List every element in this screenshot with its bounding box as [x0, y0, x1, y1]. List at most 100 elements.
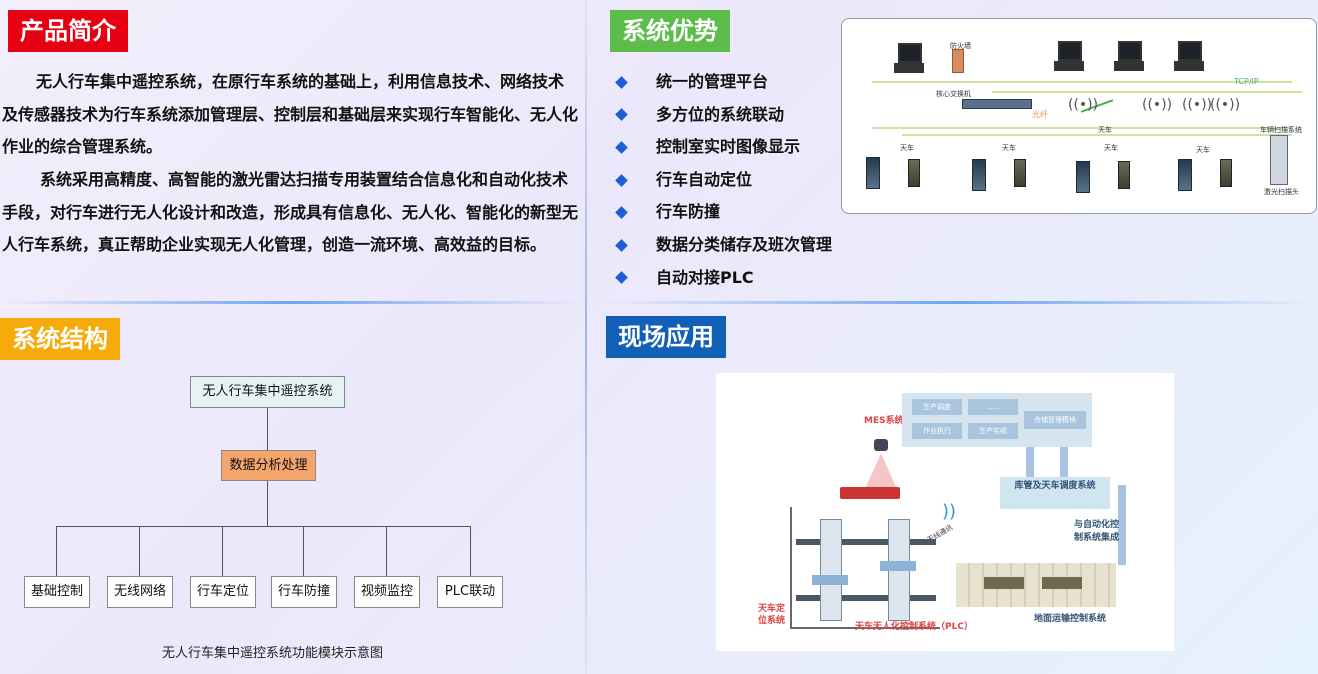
connector-line	[56, 526, 471, 527]
structure-title: 系统结构	[0, 318, 120, 360]
root-node: 无人行车集中遥控系统	[190, 376, 345, 408]
advantage-item: 行车防撞	[614, 196, 832, 229]
diamond-bullet-icon	[615, 206, 628, 220]
dispatch-box: 库管及天车调度系统	[1000, 477, 1110, 509]
module-node: 行车定位	[190, 576, 256, 608]
advantage-item: 统一的管理平台	[614, 66, 832, 99]
connector-line	[267, 408, 268, 450]
up-arrow-icon	[1060, 447, 1068, 477]
crane-leg	[820, 519, 842, 621]
application-illustration: MES系统 生产调度 …… 作业执行 生产实绩 仓储管理模块 库管及天车调度系统…	[716, 373, 1174, 651]
intro-paragraph-2: 系统采用高精度、高智能的激光雷达扫描专用装置结合信息化和自动化技术手段，对行车进…	[2, 170, 579, 254]
crane-label: 天车	[1104, 144, 1118, 152]
server-rack-icon	[972, 159, 986, 191]
diamond-bullet-icon	[615, 108, 628, 122]
advantage-item: 控制室实时图像显示	[614, 131, 832, 164]
plc-icon	[1014, 159, 1026, 187]
ground-transport-rollers	[956, 563, 1116, 607]
crane-label: 天车	[1002, 144, 1016, 152]
computer-base	[1054, 61, 1084, 71]
protocol-label: TCP/IP	[1234, 77, 1259, 86]
ground-transport-label: 地面运输控制系统	[1034, 614, 1107, 624]
antenna-icon: ((•))	[1210, 97, 1241, 113]
mes-cell: ……	[968, 399, 1018, 415]
crane-rail	[796, 539, 936, 545]
module-node: PLC联动	[437, 576, 503, 608]
structure-caption: 无人行车集中遥控系统功能模块示意图	[162, 646, 384, 661]
scan-system-label: 车辆扫描系统	[1260, 126, 1302, 134]
crane-rail	[796, 595, 936, 601]
crane-control-label: 天车无人化控制系统（PLC）	[855, 622, 973, 632]
connector-line	[386, 526, 387, 576]
antenna-icon: ((•))	[1068, 97, 1099, 113]
vertical-divider	[585, 0, 587, 674]
module-node: 基础控制	[24, 576, 90, 608]
laser-head-label: 激光扫描头	[1264, 188, 1299, 196]
server-rack-icon	[1178, 159, 1192, 191]
camera-icon	[874, 439, 888, 451]
intro-paragraph-1: 无人行车集中遥控系统，在原行车系统的基础上，利用信息技术、网络技术及传感器技术为…	[2, 72, 579, 156]
trolley	[880, 561, 916, 571]
scan-beam-icon	[866, 453, 896, 487]
advantage-item: 自动对接PLC	[614, 262, 832, 295]
crane-label: 天车	[900, 144, 914, 152]
core-switch-icon	[962, 99, 1032, 109]
diamond-bullet-icon	[615, 75, 628, 89]
plc-icon	[908, 159, 920, 187]
intro-title: 产品简介	[8, 10, 128, 52]
mes-cell: 作业执行	[912, 423, 962, 439]
network-diagram: 防火墙 核心交换机 光纤 TCP/IP ((•)) ((•)) ((•)) ((…	[841, 18, 1317, 214]
computer-icon	[1058, 41, 1082, 61]
computer-base	[1174, 61, 1204, 71]
down-arrow-icon	[1026, 447, 1034, 477]
module-node: 无线网络	[107, 576, 173, 608]
network-line	[872, 81, 1292, 83]
advantage-item: 多方位的系统联动	[614, 99, 832, 132]
computer-icon	[898, 43, 922, 63]
connector-line	[267, 481, 268, 526]
plc-icon	[1220, 159, 1232, 187]
diamond-bullet-icon	[615, 238, 628, 252]
axis-line	[790, 507, 792, 627]
application-title: 现场应用	[606, 316, 726, 358]
trolley	[812, 575, 848, 585]
mes-cell: 仓储管理模块	[1024, 411, 1086, 429]
crane-label: 天车	[1196, 146, 1210, 154]
firewall-icon	[952, 49, 964, 73]
mes-label: MES系统	[864, 416, 904, 426]
diamond-bullet-icon	[615, 141, 628, 154]
crane-label: 天车	[1098, 126, 1112, 134]
integration-label: 与自动化控制系统集成	[1074, 520, 1120, 543]
middle-node: 数据分析处理	[221, 450, 316, 481]
connector-line	[222, 526, 223, 576]
advantage-item: 数据分类储存及班次管理	[614, 229, 832, 262]
advantages-list: 统一的管理平台 多方位的系统联动 控制室实时图像显示 行车自动定位 行车防撞 数…	[614, 66, 832, 294]
network-line	[992, 91, 1302, 93]
connector-line	[139, 526, 140, 576]
horizontal-divider-right	[600, 301, 1318, 304]
network-line	[872, 127, 1292, 129]
advantages-title: 系统优势	[610, 10, 730, 52]
axis-line	[790, 627, 940, 629]
computer-icon	[1118, 41, 1142, 61]
server-rack-icon	[866, 157, 880, 189]
diamond-bullet-icon	[615, 173, 628, 187]
mes-cell: 生产实绩	[968, 423, 1018, 439]
firewall-label: 防火墙	[950, 42, 971, 50]
plc-icon	[1118, 161, 1130, 189]
antenna-icon: ((•))	[1182, 97, 1213, 113]
wireless-icon: ))	[942, 501, 957, 522]
diamond-bullet-icon	[615, 271, 628, 285]
antenna-icon: ((•))	[1142, 97, 1173, 113]
integration-arrow-icon	[1118, 485, 1126, 565]
horizontal-divider-left	[0, 301, 585, 304]
truck-icon	[840, 487, 900, 499]
computer-base	[894, 63, 924, 73]
module-node: 行车防撞	[271, 576, 337, 608]
scanner-cabinet-icon	[1270, 135, 1288, 185]
mes-cell: 生产调度	[912, 399, 962, 415]
advantage-item: 行车自动定位	[614, 164, 832, 197]
connector-line	[470, 526, 471, 576]
cargo-block	[984, 577, 1024, 589]
computer-icon	[1178, 41, 1202, 61]
